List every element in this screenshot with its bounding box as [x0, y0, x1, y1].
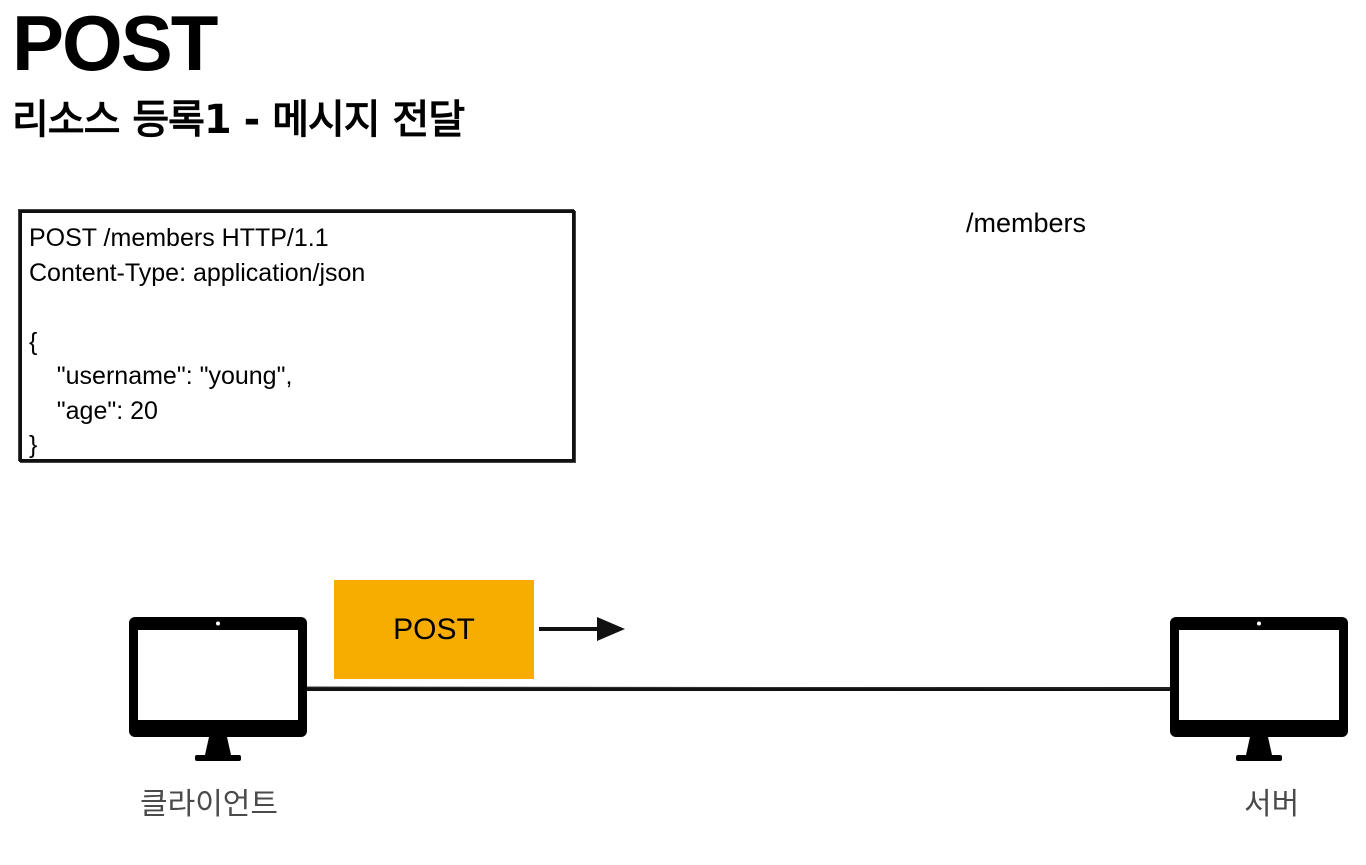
server-monitor-icon: [1170, 617, 1348, 761]
server-label: 서버: [1244, 787, 1300, 822]
client-monitor-icon: [129, 617, 307, 761]
page-subtitle: 리소스 등록1 - 메시지 전달: [12, 97, 465, 143]
http-request-message: POST /members HTTP/1.1 Content-Type: app…: [29, 224, 366, 459]
client-label: 클라이언트: [140, 787, 278, 822]
method-badge: POST: [334, 580, 534, 679]
page-title: POST: [12, 0, 218, 87]
arrow-right-icon: [539, 617, 625, 641]
resource-path-label: /members: [966, 208, 1087, 238]
http-request-message-box: POST /members HTTP/1.1 Content-Type: app…: [19, 210, 575, 462]
